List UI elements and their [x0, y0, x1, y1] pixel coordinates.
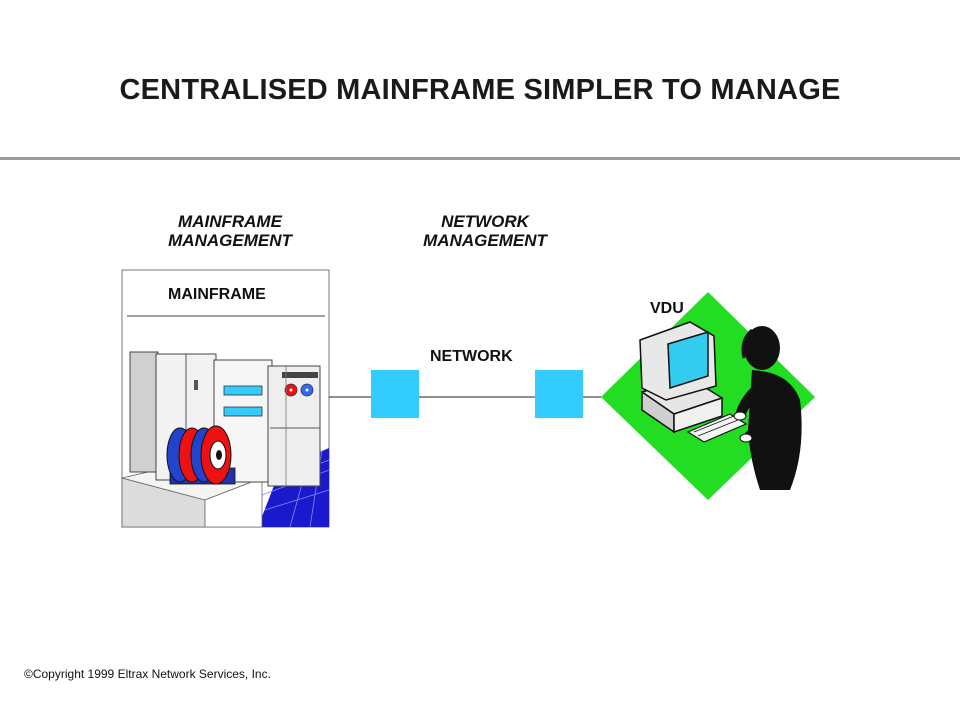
network-management-line1: NETWORK	[441, 212, 529, 231]
network-management-line2: MANAGEMENT	[423, 231, 547, 250]
copyright-notice: ©Copyright 1999 Eltrax Network Services,…	[24, 667, 271, 681]
vdu-label: VDU	[650, 300, 684, 317]
mainframe-management-line1: MAINFRAME	[178, 212, 282, 231]
mainframe-management-heading: MAINFRAME MANAGEMENT	[130, 212, 330, 250]
page-title: CENTRALISED MAINFRAME SIMPLER TO MANAGE	[119, 74, 841, 106]
mainframe-label: MAINFRAME	[168, 286, 266, 303]
network-management-heading: NETWORK MANAGEMENT	[385, 212, 585, 250]
network-node-icon	[535, 370, 583, 418]
network-node-icon	[371, 370, 419, 418]
title-divider	[0, 157, 960, 160]
mainframe-computer-icon	[121, 351, 330, 528]
user-at-terminal-icon	[601, 292, 815, 500]
mainframe-management-line2: MANAGEMENT	[168, 231, 292, 250]
network-label: NETWORK	[430, 348, 513, 365]
